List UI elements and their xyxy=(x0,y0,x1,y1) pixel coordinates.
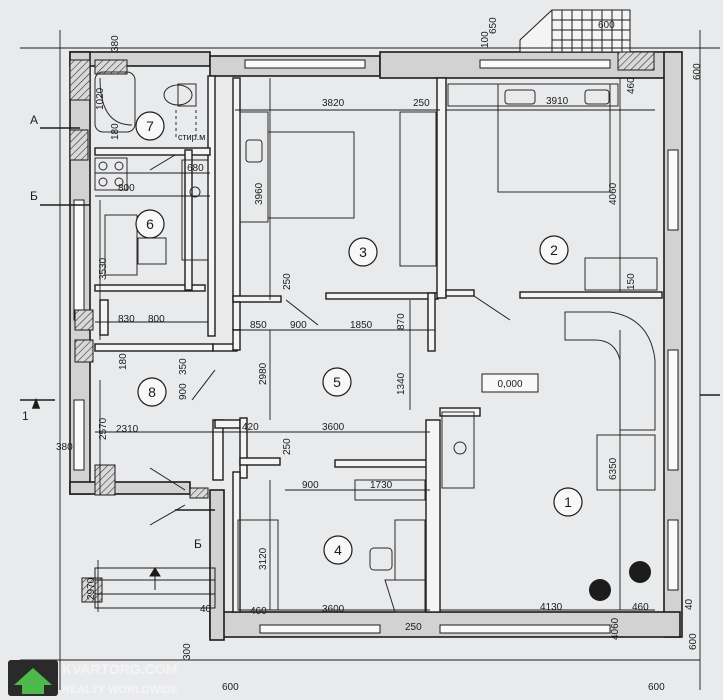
plants xyxy=(589,561,651,601)
house-icon xyxy=(14,668,52,685)
dim-460-br: 460 xyxy=(632,602,649,613)
room-number-1: 1 xyxy=(564,494,572,510)
level-mark-box xyxy=(481,373,539,393)
room-number-8: 8 xyxy=(148,384,156,400)
fixture-label: стир.м xyxy=(178,132,205,142)
dim-350: 350 xyxy=(178,358,189,375)
dim-600-bl: 600 xyxy=(222,682,239,693)
dim-180-top: 180 xyxy=(110,123,121,140)
dim-460-tr: 460 xyxy=(626,77,637,94)
dim-800-mid: 800 xyxy=(148,314,165,325)
dim-900-vert: 900 xyxy=(178,383,189,400)
interior-walls xyxy=(94,75,663,613)
dim-250-bottom: 250 xyxy=(405,622,422,633)
section-b-label-2: Б xyxy=(194,537,202,551)
vertical-dimension-labels: 650 100 380 460 600 1020 180 3960 4060 3… xyxy=(86,17,703,660)
dim-250-vert: 250 xyxy=(282,273,293,290)
windows xyxy=(73,59,679,634)
level-mark: 0,000 xyxy=(497,379,522,390)
dim-850: 850 xyxy=(250,320,267,331)
dim-1340: 1340 xyxy=(396,372,407,395)
dim-4130: 4130 xyxy=(540,602,563,613)
dim-600-br: 600 xyxy=(648,682,665,693)
dim-3820: 3820 xyxy=(322,98,345,109)
dim-4060-bottom: 4060 xyxy=(610,617,621,640)
dimension-labels: 3820 250 3910 680 800 830 800 850 900 18… xyxy=(56,20,665,693)
stair xyxy=(519,9,631,53)
room-number-5: 5 xyxy=(333,374,341,390)
dim-250-top: 250 xyxy=(413,98,430,109)
watermark: KVARTORG.COM REALTY WORLDWIDE xyxy=(8,660,178,696)
dim-3120: 3120 xyxy=(258,547,269,570)
dim-40-bl: 40 xyxy=(200,604,212,615)
dim-250-low: 250 xyxy=(282,438,293,455)
dim-650: 650 xyxy=(488,17,499,34)
dim-600-tr: 600 xyxy=(598,20,615,31)
dim-380-left: 380 xyxy=(56,442,73,453)
dim-420: 420 xyxy=(242,422,259,433)
dim-300: 300 xyxy=(182,643,193,660)
room-number-3: 3 xyxy=(359,244,367,260)
section-markers xyxy=(20,127,720,511)
dim-6350: 6350 xyxy=(608,457,619,480)
room-number-4: 4 xyxy=(334,542,342,558)
dim-40-right: 40 xyxy=(684,598,695,610)
dim-3910: 3910 xyxy=(546,96,569,107)
dim-2310: 2310 xyxy=(116,424,139,435)
dim-3530: 3530 xyxy=(98,257,109,280)
dim-900-low: 900 xyxy=(302,480,319,491)
watermark-brand: KVARTORG.COM xyxy=(62,661,177,677)
room-markers xyxy=(135,111,583,565)
dim-600-right: 600 xyxy=(692,63,703,80)
dim-4060-top: 4060 xyxy=(608,182,619,205)
dim-2980: 2980 xyxy=(258,362,269,385)
dim-1730: 1730 xyxy=(370,480,393,491)
dim-2570: 2570 xyxy=(98,417,109,440)
dim-1020: 1020 xyxy=(95,87,106,110)
wall-columns xyxy=(69,51,655,603)
dim-600-right-bottom: 600 xyxy=(688,633,699,650)
dim-180-mid: 180 xyxy=(118,353,129,370)
door-swings xyxy=(149,154,511,526)
dim-100: 100 xyxy=(480,31,491,48)
dim-870: 870 xyxy=(396,313,407,330)
room-number-6: 6 xyxy=(146,216,154,232)
dim-150: 150 xyxy=(626,273,637,290)
section-1-label: 1 xyxy=(22,409,29,423)
watermark-tagline: REALTY WORLDWIDE xyxy=(62,684,178,696)
dim-3960: 3960 xyxy=(254,182,265,205)
room-number-2: 2 xyxy=(550,242,558,258)
dim-460-bl: 460 xyxy=(250,606,267,617)
dim-680: 680 xyxy=(187,163,204,174)
dim-3600-mid: 3600 xyxy=(322,422,345,433)
section-b-label: Б xyxy=(30,189,38,203)
room-number-7: 7 xyxy=(146,118,154,134)
dim-2970: 2970 xyxy=(86,577,97,600)
dim-900-mid: 900 xyxy=(290,320,307,331)
section-a-label: А xyxy=(30,113,38,127)
dim-830: 830 xyxy=(118,314,135,325)
dimension-lines xyxy=(20,30,720,690)
furniture xyxy=(94,71,658,613)
dim-380-top: 380 xyxy=(110,35,121,52)
dim-800-top: 800 xyxy=(118,183,135,194)
dim-3600-bottom: 3600 xyxy=(322,604,345,615)
dim-1850: 1850 xyxy=(350,320,373,331)
entrance-steps xyxy=(94,567,216,609)
